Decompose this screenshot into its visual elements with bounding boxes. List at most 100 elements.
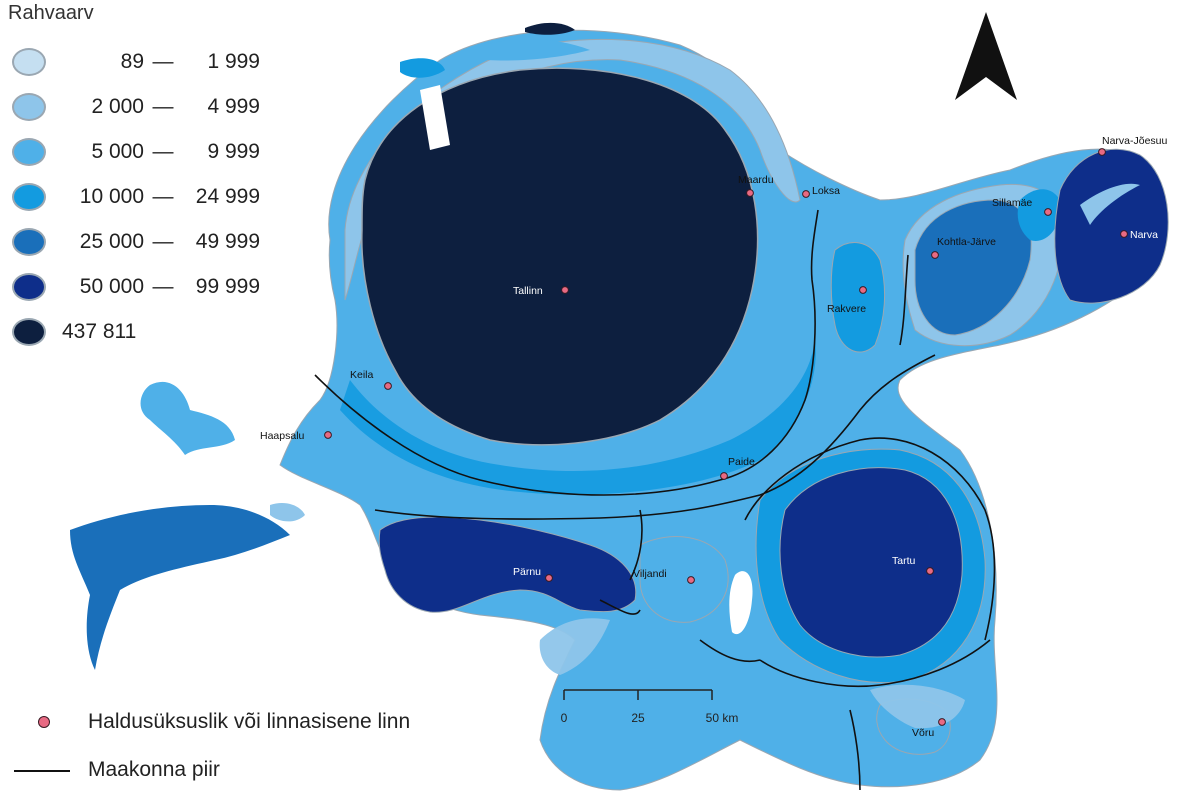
town-label: Tallinn [513,285,543,297]
town-marker [561,286,569,294]
town-label: Paide [728,456,755,468]
town-marker [1098,148,1106,156]
county-boundary-icon [14,770,70,772]
south-fringe [539,618,610,675]
town-label: Narva [1130,229,1158,241]
tallinn-region [361,67,759,446]
town-label: Võru [912,727,934,739]
legend-row: 25 000 — 49 999 [12,228,262,258]
county-boundary-label: Maakonna piir [88,758,220,781]
town-marker [687,576,695,584]
town-label: Keila [350,369,374,381]
lake-vortsjarv [729,571,753,635]
kohtla-jarve-region [914,199,1032,336]
town-label: Kohtla-Järve [937,236,996,248]
legend-range-label: 25 000 — 49 999 [62,230,260,254]
town-label: Narva-Jõesuu [1102,135,1168,147]
sillamae-region [1017,189,1062,241]
town-marker [1044,208,1052,216]
legend-swatch [12,93,46,121]
legend-range-dash: — [152,230,174,253]
town-marker [720,472,728,480]
legend-single-value: 437 811 [62,320,137,343]
islet-1 [270,503,305,522]
town-marker [926,567,934,575]
legend-range-label: 5 000 — 9 999 [62,140,260,164]
town-label: Maardu [738,174,774,186]
legend-range-dash: — [152,140,174,163]
legend-row: 2 000 — 4 999 [12,93,262,123]
legend-range-to: 9 999 [207,140,260,163]
legend-row: 5 000 — 9 999 [12,138,262,168]
legend-range-dash: — [152,185,174,208]
legend-row: 437 811 [12,318,262,348]
tartu-region [779,467,963,658]
legend-range-from: 25 000 [79,230,144,253]
legend-row: 89 — 1 999 [12,48,262,78]
legend-range-from: 5 000 [91,140,144,163]
legend-range-from: 10 000 [79,185,144,208]
legend-range-from: 50 000 [79,275,144,298]
town-marker [324,431,332,439]
scale-label-0: 0 [561,711,568,725]
town-label: Tartu [892,555,916,567]
island-north [400,58,445,78]
county-boundaries [314,209,996,791]
legend-swatch [12,273,46,301]
legend-swatch [12,183,46,211]
legend-range-dash: — [152,50,174,73]
legend-row: 50 000 — 99 999 [12,273,262,303]
narva-region [1054,148,1169,304]
legend-range-to: 24 999 [195,185,260,208]
western-island [70,505,290,670]
town-label: Pärnu [513,566,541,578]
legend-range-from: 89 [120,50,144,73]
town-symbol-label: Haldusüksuslik või linnasisene linn [88,710,411,733]
legend-range-label: 89 — 1 999 [62,50,260,74]
legend-swatch [12,318,46,346]
legend-swatch [12,48,46,76]
legend-range-from: 2 000 [91,95,144,118]
legend-swatch [12,228,46,256]
legend-range-to: 49 999 [195,230,260,253]
north-arrow-icon [955,12,1017,100]
haapsalu-island [140,381,235,455]
town-marker [859,286,867,294]
town-marker [931,251,939,259]
legend-swatch [12,138,46,166]
legend-range-to: 4 999 [207,95,260,118]
legend-range-label: 2 000 — 4 999 [62,95,260,119]
town-label: Rakvere [827,303,866,315]
town-marker [746,189,754,197]
town-label: Viljandi [633,568,667,580]
viljandi-region [639,536,729,623]
scale-label-50: 50 km [706,711,739,725]
scale-bar [563,689,713,700]
legend-range-label: 10 000 — 24 999 [62,185,260,209]
legend-range-label: 50 000 — 99 999 [62,275,260,299]
parnu-region [378,516,637,613]
scale-label-25: 25 [631,711,645,725]
town-marker [802,190,810,198]
legend-range-dash: — [152,95,174,118]
legend-range-dash: — [152,275,174,298]
south-fringe-2 [870,684,965,729]
town-label: Sillamäe [992,197,1032,209]
town-marker [938,718,946,726]
harju-band [340,340,816,495]
legend-range-to: 1 999 [207,50,260,73]
town-symbol-icon [38,716,50,728]
island-north-2 [525,22,575,35]
legend-row: 10 000 — 24 999 [12,183,262,213]
tallinn-notch [420,85,450,150]
legend-range-to: 99 999 [195,275,260,298]
town-marker [1120,230,1128,238]
tallinn-coast-notch [488,39,590,61]
legend-title: Rahvaarv [8,2,94,24]
town-label: Loksa [812,185,840,197]
town-label: Haapsalu [260,430,305,442]
town-marker [545,574,553,582]
narva-notch [1080,183,1140,225]
